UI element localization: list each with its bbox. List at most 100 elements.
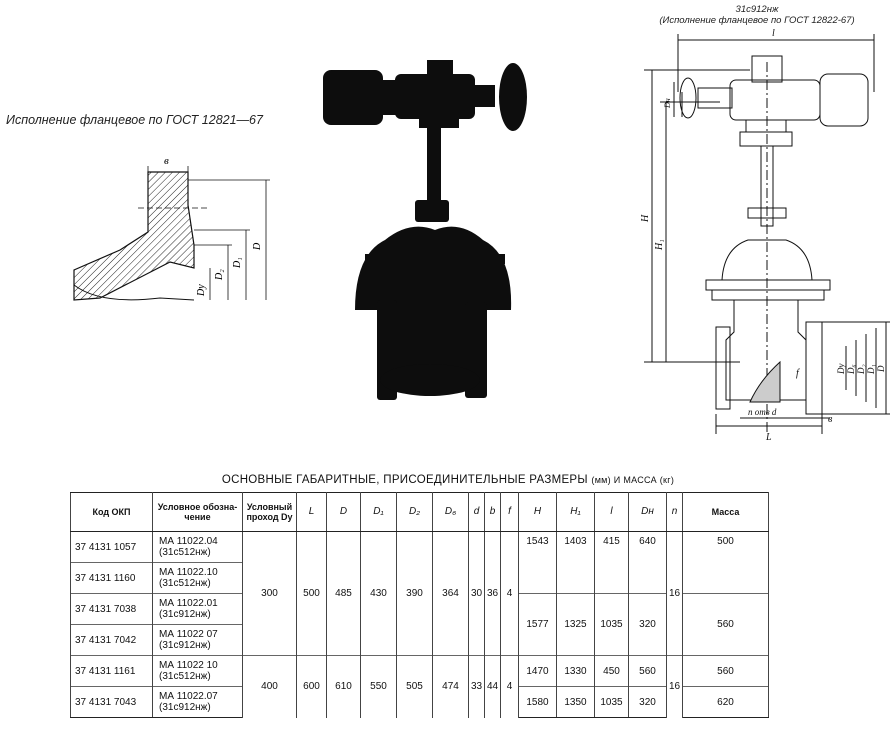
- cell-H1: 1330: [556, 655, 595, 687]
- drawing-dim-D: D: [876, 365, 886, 373]
- cell-Dn: 320: [628, 593, 667, 656]
- cell-l: 450: [594, 655, 629, 687]
- cell-D: 610: [326, 655, 361, 718]
- cell-D6: 364: [432, 531, 469, 656]
- header-H: H: [518, 492, 557, 532]
- drawing-dim-f: f: [796, 368, 800, 379]
- cell-designation: МА 11022.04(31с512нж): [152, 531, 243, 563]
- drawing-dim-b: в: [828, 414, 833, 425]
- cell-D1: 550: [360, 655, 397, 718]
- table-row: 37 4131 7043 МА 11022.07(31с912нж) 1580 …: [70, 686, 769, 718]
- cell-d: 30: [468, 531, 485, 656]
- cell-d: 33: [468, 655, 485, 718]
- header-D6: D₆: [432, 492, 469, 532]
- flange-caption-left: Исполнение фланцевое по ГОСТ 12821—67: [6, 113, 263, 127]
- cell-H1: 1403: [556, 531, 595, 594]
- detail-dim-b: в: [164, 155, 169, 167]
- cell-designation: МА 11022.10(31с512нж): [152, 562, 243, 594]
- header-d: d: [468, 492, 485, 532]
- cell-D: 485: [326, 531, 361, 656]
- flange-standard-label: (Исполнение фланцевое по ГОСТ 12822-67): [659, 15, 855, 26]
- cell-dy: 400: [242, 655, 297, 718]
- cell-L: 500: [296, 531, 327, 656]
- cell-code: 37 4131 1161: [70, 655, 153, 687]
- cell-code: 37 4131 1160: [70, 562, 153, 594]
- cell-H: 1543: [518, 531, 557, 594]
- cell-Dn: 640: [628, 531, 667, 594]
- cell-H: 1470: [518, 655, 557, 687]
- cell-H: 1577: [518, 593, 557, 656]
- model-label: 31с912нж: [735, 4, 779, 15]
- table-title: ОСНОВНЫЕ ГАБАРИТНЫЕ, ПРИСОЕДИНИТЕЛЬНЫЕ Р…: [0, 474, 896, 486]
- cell-f: 4: [500, 655, 519, 718]
- cell-designation: МА 11022 07(31с912нж): [152, 624, 243, 656]
- cell-Dn: 560: [628, 655, 667, 687]
- header-l: l: [594, 492, 629, 532]
- header-n: n: [666, 492, 683, 532]
- header-H1: H₁: [556, 492, 595, 532]
- cell-mass: 620: [682, 686, 769, 718]
- table-title-units: (мм) И МАССА (кг): [591, 475, 675, 485]
- detail-dim-D1: D₁: [232, 257, 243, 269]
- drawing-dim-H1: H₁: [654, 239, 665, 251]
- drawing-dim-Dy: Dу: [836, 364, 846, 376]
- drawing-dim-D1: D₁: [866, 364, 876, 375]
- cell-dy: 300: [242, 531, 297, 656]
- cell-D1: 430: [360, 531, 397, 656]
- cell-code: 37 4131 7038: [70, 593, 153, 625]
- drawing-dim-D6: D₆: [846, 364, 856, 375]
- drawing-dim-l: l: [772, 28, 775, 39]
- detail-dim-D: D: [252, 242, 263, 251]
- cell-designation: МА 11022 10(31с512нж): [152, 655, 243, 687]
- header-Dn: Dн: [628, 492, 667, 532]
- header-D: D: [326, 492, 361, 532]
- cell-designation: МА 11022.01(31с912нж): [152, 593, 243, 625]
- valve-technical-drawing: l H H₁ L в f n отв d D D₁ D₂ D₆ Dу Dн: [640, 28, 890, 443]
- cell-b: 36: [484, 531, 501, 656]
- drawing-caption-right: 31с912нж (Исполнение фланцевое по ГОСТ 1…: [652, 4, 862, 26]
- cell-D2: 505: [396, 655, 433, 718]
- cell-D6: 474: [432, 655, 469, 718]
- cell-l: 1035: [594, 593, 629, 656]
- cell-mass: 560: [682, 593, 769, 656]
- cell-f: 4: [500, 531, 519, 656]
- header-D2: D₂: [396, 492, 433, 532]
- header-code: Код ОКП: [70, 492, 153, 532]
- valve-photo: [323, 60, 527, 400]
- table-row: 37 4131 1057 МА 11022.04(31с512нж) 300 5…: [70, 531, 769, 656]
- header-D1: D₁: [360, 492, 397, 532]
- table-row: 37 4131 7042 МА 11022 07(31с912нж): [70, 624, 769, 656]
- dimensions-table: Код ОКП Условное обозна-чение Условный п…: [70, 492, 769, 718]
- table-row: 37 4131 1161 МА 11022 10(31с512нж) 400 6…: [70, 655, 769, 718]
- cell-H: 1580: [518, 686, 557, 718]
- cell-L: 600: [296, 655, 327, 718]
- cell-n: 16: [666, 531, 683, 656]
- cell-n: 16: [666, 655, 683, 718]
- header-dy: Условный проход Dу: [242, 492, 297, 532]
- cell-l: 1035: [594, 686, 629, 718]
- cell-D2: 390: [396, 531, 433, 656]
- drawing-dim-L: L: [765, 432, 772, 443]
- cell-mass: 500: [682, 531, 769, 594]
- cell-code: 37 4131 1057: [70, 531, 153, 563]
- cell-code: 37 4131 7042: [70, 624, 153, 656]
- detail-dim-Dy: Dу: [196, 284, 207, 297]
- cell-l: 415: [594, 531, 629, 594]
- table-row: 37 4131 7038 МА 11022.01(31с912нж) 1577 …: [70, 593, 769, 656]
- flange-detail-drawing: в D D₁ D₂ Dу: [73, 155, 270, 301]
- table-title-main: ОСНОВНЫЕ ГАБАРИТНЫЕ, ПРИСОЕДИНИТЕЛЬНЫЕ Р…: [221, 474, 588, 486]
- cell-Dn: 320: [628, 686, 667, 718]
- cell-H1: 1350: [556, 686, 595, 718]
- header-designation: Условное обозна-чение: [152, 492, 243, 532]
- header-L: L: [296, 492, 327, 532]
- drawing-dim-H: H: [640, 214, 651, 223]
- cell-b: 44: [484, 655, 501, 718]
- table-row: 37 4131 1160 МА 11022.10(31с512нж): [70, 562, 769, 594]
- drawing-holes-label: n отв d: [748, 407, 777, 417]
- header-f: f: [500, 492, 519, 532]
- cell-mass: 560: [682, 655, 769, 687]
- header-b: b: [484, 492, 501, 532]
- cell-H1: 1325: [556, 593, 595, 656]
- header-mass: Масса: [682, 492, 769, 532]
- drawing-dim-Dn: Dн: [663, 98, 672, 109]
